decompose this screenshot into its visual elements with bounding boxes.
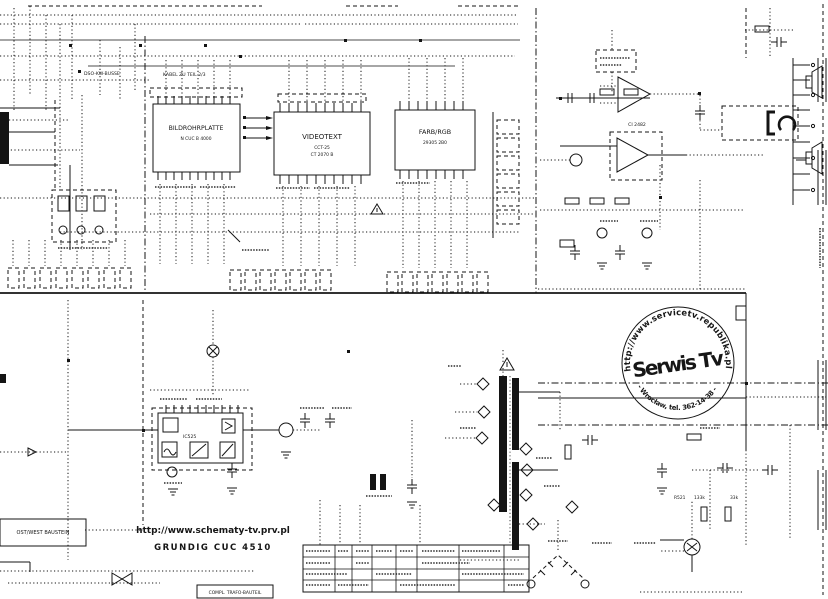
- teletext-box: [273, 111, 371, 176]
- voltage-table: [302, 544, 530, 593]
- flyback-transformer: [445, 350, 599, 550]
- rgb-box: [394, 109, 476, 171]
- interboard-connectors: [159, 181, 489, 293]
- bus-label: DSO-KW-BUSSE: [84, 71, 120, 77]
- rgb-title: FARB/RGB: [419, 128, 451, 136]
- east-west-box: [0, 518, 87, 547]
- teletext-sub1: CCT-25: [314, 145, 330, 151]
- footer-area: OST/WEST BAUSTEIN http://www.schematy-tv…: [0, 518, 656, 599]
- rgb-sub: 29305 2B0: [423, 140, 447, 146]
- opamp-1: [617, 76, 652, 113]
- footer-url: http://www.schematy-tv.prv.pl: [136, 526, 290, 536]
- r521-ref: R521: [674, 495, 686, 501]
- stamp-name: Serwis Tv: [631, 346, 725, 383]
- opamp-2: [616, 137, 650, 173]
- stamp-ring: [621, 306, 735, 420]
- bottom-middle-parts: [319, 420, 559, 561]
- part-box: [196, 584, 274, 599]
- module-blocks: BILDROHRPLATTE N CUC B 4000 VIDEOTEXT CC…: [149, 58, 520, 251]
- audio-section: CI 2482: [540, 8, 823, 205]
- crt-board-sub: N CUC B 4000: [180, 136, 211, 142]
- footer-model: GRUNDIG CUC 4510: [154, 543, 272, 553]
- deflection-ic-block: IC525: [0, 300, 352, 560]
- deflection-ic-label: IC525: [183, 434, 196, 440]
- headphone-jack-block: [721, 105, 799, 141]
- chroma-small-parts: [540, 165, 745, 290]
- service-stamp: http://www.servicetv.republika.pl - Wroc…: [621, 306, 735, 420]
- r-value: 33k: [730, 495, 739, 501]
- teletext-sub2: CT 2070 B: [311, 152, 334, 158]
- part-box-label: COMPL. TRAFO-BAUTEIL: [209, 590, 262, 596]
- crt-board-box: [152, 103, 241, 173]
- yoke-symbol: [526, 540, 656, 589]
- east-west-label: OST/WEST BAUSTEIN: [17, 530, 70, 536]
- bottom-right-parts: R521 133k 33k: [656, 305, 791, 572]
- if-input-wiring: DSO-KW-BUSSE KABEL ZU TEIL 2/3: [0, 6, 206, 383]
- r521-value: 133k: [694, 495, 705, 501]
- teletext-title: VIDEOTEXT: [302, 133, 343, 141]
- crt-board-title: BILDROHRPLATTE: [169, 125, 224, 132]
- cable-label: KABEL ZU TEIL 2/3: [163, 72, 206, 78]
- bracket-icon: [766, 110, 775, 136]
- audio-ic-label: CI 2482: [628, 122, 646, 128]
- section-borders: [0, 4, 828, 595]
